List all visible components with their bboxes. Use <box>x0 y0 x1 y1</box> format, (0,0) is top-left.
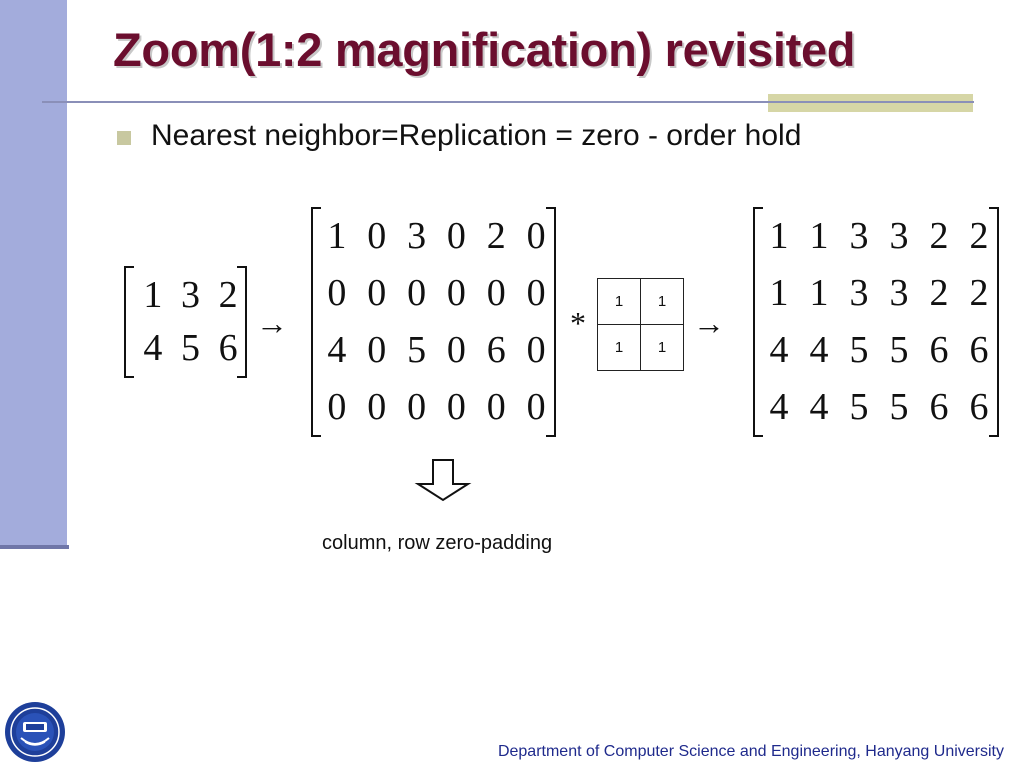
matrix-cell: 1 <box>143 274 163 316</box>
matrix-cell: 1 <box>809 215 829 257</box>
matrix-cell: 2 <box>929 272 949 314</box>
matrix-cell: 0 <box>327 386 347 428</box>
matrix-cell: 4 <box>143 327 163 369</box>
right-bracket <box>989 207 999 437</box>
right-bracket <box>237 266 247 378</box>
matrix-cell: 4 <box>327 329 347 371</box>
title-accent-block <box>768 94 973 112</box>
matrix-cell: 5 <box>889 329 909 371</box>
matrix-cell: 0 <box>446 272 466 314</box>
matrix-cell: 0 <box>407 386 427 428</box>
convolution-operator: * <box>570 305 586 341</box>
matrix-cell: 1 <box>809 272 829 314</box>
slide-title: Zoom(1:2 magnification) revisited <box>113 23 856 76</box>
left-decorative-bar <box>0 0 67 548</box>
matrix-cell: 2 <box>486 215 506 257</box>
matrix-cell: 3 <box>849 215 869 257</box>
title-rule <box>42 101 974 103</box>
matrix-cell: 6 <box>486 329 506 371</box>
kernel-matrix: 1 1 1 1 <box>597 278 684 371</box>
matrix-cell: 0 <box>446 215 466 257</box>
kernel-cell: 1 <box>640 278 684 325</box>
matrix-cell: 2 <box>218 274 238 316</box>
matrix-cell: 4 <box>769 386 789 428</box>
input-matrix: 1 3 2 4 5 6 <box>124 266 247 378</box>
matrix-cell: 1 <box>769 272 789 314</box>
matrix-cell: 0 <box>367 386 387 428</box>
matrix-cell: 6 <box>929 386 949 428</box>
right-arrow-icon: → <box>256 305 288 341</box>
left-bracket <box>753 207 763 437</box>
matrix-cell: 0 <box>486 386 506 428</box>
matrix-cell: 0 <box>526 386 546 428</box>
hollow-down-arrow-icon <box>414 459 472 502</box>
matrix-cell: 0 <box>526 215 546 257</box>
matrix-cell: 2 <box>969 272 989 314</box>
left-bracket <box>124 266 134 378</box>
matrix-cell: 4 <box>809 386 829 428</box>
matrix-cell: 5 <box>889 386 909 428</box>
matrix-cell: 5 <box>849 386 869 428</box>
matrix-cell: 4 <box>769 329 789 371</box>
matrix-cell: 0 <box>526 272 546 314</box>
matrix-cell: 1 <box>769 215 789 257</box>
matrix-cell: 1 <box>327 215 347 257</box>
matrix-cell: 0 <box>486 272 506 314</box>
bullet-text: Nearest neighbor=Replication = zero - or… <box>151 119 802 152</box>
hanyang-university-seal-icon <box>3 700 67 764</box>
matrix-cell: 0 <box>446 386 466 428</box>
matrix-cell: 6 <box>969 386 989 428</box>
caption: column, row zero-padding <box>322 532 553 554</box>
footer-text: Department of Computer Science and Engin… <box>497 743 1004 760</box>
matrix-cell: 6 <box>218 327 238 369</box>
matrix-cell: 3 <box>889 215 909 257</box>
matrix-cell: 0 <box>367 329 387 371</box>
matrix-cell: 5 <box>407 329 427 371</box>
square-bullet-icon <box>117 131 131 145</box>
kernel-cell: 1 <box>640 324 684 371</box>
matrix-cell: 2 <box>929 215 949 257</box>
left-bracket <box>311 207 321 437</box>
matrix-cell: 0 <box>446 329 466 371</box>
matrix-cell: 4 <box>809 329 829 371</box>
right-arrow-icon: → <box>693 305 725 341</box>
matrix-cell: 3 <box>407 215 427 257</box>
matrix-cell: 0 <box>526 329 546 371</box>
matrix-cell: 3 <box>889 272 909 314</box>
right-bracket <box>546 207 556 437</box>
matrix-cell: 5 <box>180 327 200 369</box>
padded-matrix: 1 0 3 0 2 0 0 0 0 0 0 0 4 0 5 0 6 0 0 0 … <box>311 207 556 437</box>
matrix-cell: 6 <box>929 329 949 371</box>
kernel-cell: 1 <box>597 278 641 325</box>
output-matrix: 1 1 3 3 2 2 1 1 3 3 2 2 4 4 5 5 6 6 4 4 … <box>753 207 999 437</box>
matrix-cell: 3 <box>180 274 200 316</box>
matrix-cell: 2 <box>969 215 989 257</box>
matrix-cell: 6 <box>969 329 989 371</box>
matrix-cell: 0 <box>407 272 427 314</box>
matrix-cell: 3 <box>849 272 869 314</box>
matrix-cell: 0 <box>367 215 387 257</box>
matrix-cell: 5 <box>849 329 869 371</box>
left-bar-shadow <box>0 545 69 549</box>
matrix-cell: 0 <box>327 272 347 314</box>
matrix-cell: 0 <box>367 272 387 314</box>
kernel-cell: 1 <box>597 324 641 371</box>
title-accent-rule <box>768 101 973 103</box>
